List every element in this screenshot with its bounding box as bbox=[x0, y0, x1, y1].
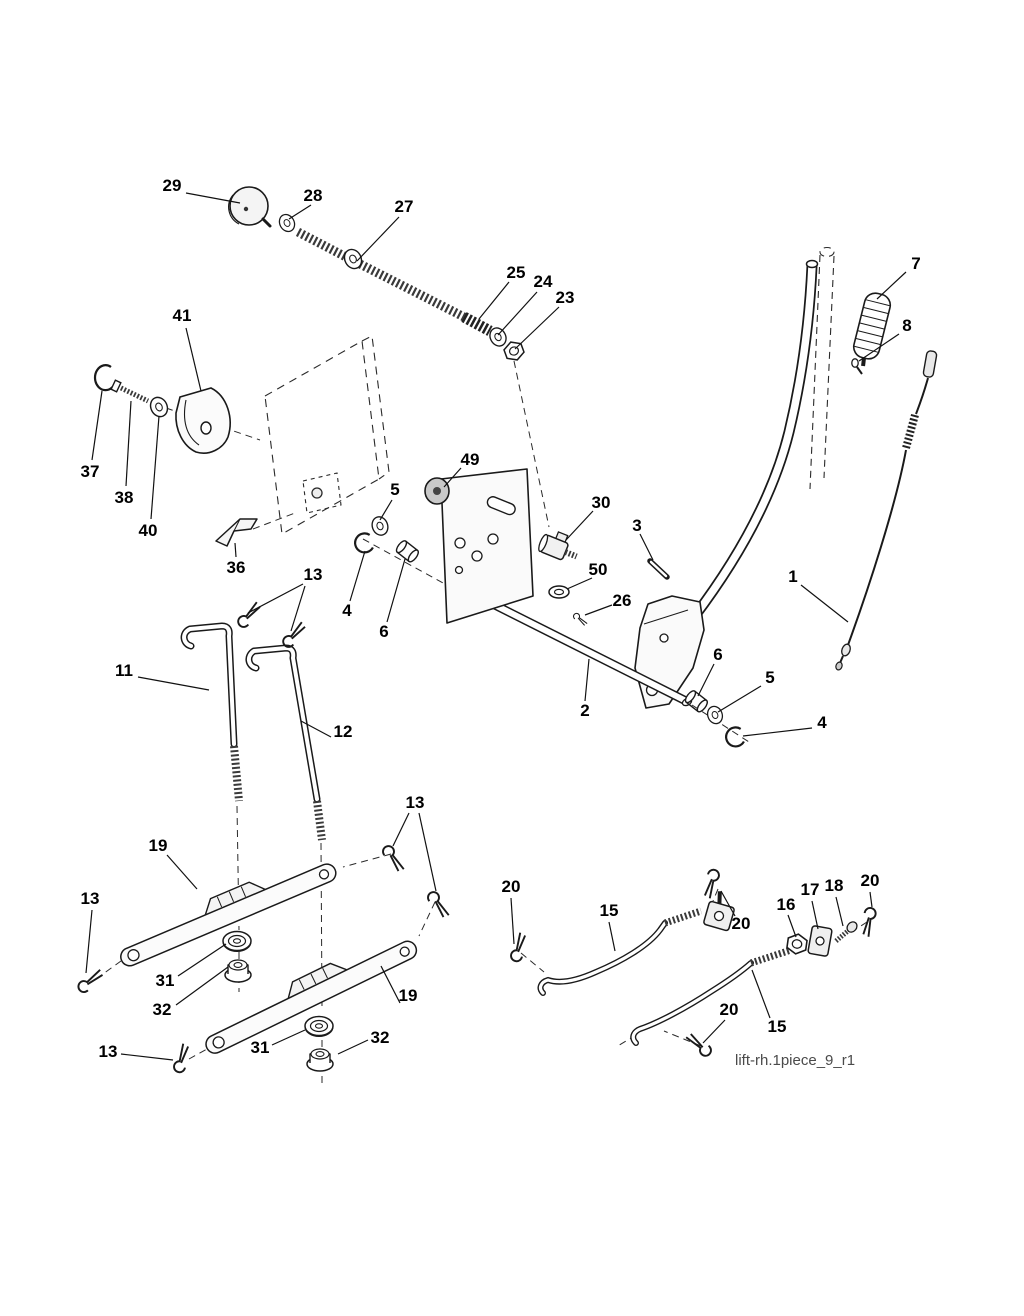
part-32-nut bbox=[224, 959, 252, 983]
part-13-clip bbox=[75, 963, 105, 998]
panel-weld-nut bbox=[311, 487, 323, 499]
part-11-lift-link bbox=[180, 622, 243, 802]
lift-handle-lever bbox=[675, 259, 819, 642]
part-16-nut bbox=[785, 932, 809, 956]
part-1-cable bbox=[835, 350, 938, 671]
part-20-clip bbox=[854, 905, 884, 940]
diagram-caption: lift-rh.1piece_9_r1 bbox=[735, 1052, 856, 1069]
part-6-spacer-right bbox=[682, 688, 710, 715]
part-41-bracket bbox=[175, 387, 231, 454]
part-6-spacer-left bbox=[393, 538, 421, 565]
part-4-clip-left bbox=[352, 531, 375, 556]
part-3-pin bbox=[647, 558, 670, 580]
part-13-clip bbox=[236, 598, 262, 631]
part-20-clip bbox=[504, 930, 532, 964]
part-15-rod-upper bbox=[537, 907, 703, 996]
part-13-clip bbox=[376, 843, 412, 874]
part-4-clip-right bbox=[723, 725, 746, 750]
part-5-washer-left bbox=[368, 513, 392, 539]
part-7-grip bbox=[852, 292, 892, 367]
part-18-bolt bbox=[834, 921, 858, 943]
part-15-rod-lower bbox=[630, 946, 793, 1046]
handle-alt-position-dashed bbox=[809, 246, 835, 490]
part-27-collar bbox=[340, 245, 366, 273]
construction-lines bbox=[95, 360, 868, 1084]
part-27-lift-rod bbox=[295, 228, 469, 323]
part-19-lift-arm-left bbox=[112, 848, 340, 970]
part-40-washer bbox=[146, 393, 172, 421]
part-12-lift-link bbox=[245, 644, 326, 841]
part-31-bearing bbox=[304, 1015, 334, 1038]
part-15-clevis-upper bbox=[703, 891, 735, 932]
part-25-spring bbox=[461, 312, 493, 336]
part-30-switch bbox=[538, 531, 578, 561]
part-2-lift-shaft bbox=[440, 468, 693, 707]
part-49-grommet bbox=[424, 477, 450, 505]
part-5-washer-right bbox=[704, 703, 726, 727]
part-37-ring bbox=[93, 364, 114, 392]
part-50-washer bbox=[548, 585, 570, 599]
frame-panel-dashed bbox=[264, 335, 390, 535]
part-8-ferrule bbox=[851, 358, 863, 375]
part-31-bearing bbox=[222, 930, 252, 953]
part-36-bracket bbox=[215, 518, 258, 547]
leader-lines bbox=[85, 192, 907, 1061]
part-38-bolt bbox=[110, 379, 150, 404]
part-17-trunnion bbox=[807, 925, 833, 957]
part-13-clip bbox=[421, 889, 457, 920]
part-29-knob bbox=[228, 186, 272, 228]
part-32-nut bbox=[306, 1048, 334, 1072]
